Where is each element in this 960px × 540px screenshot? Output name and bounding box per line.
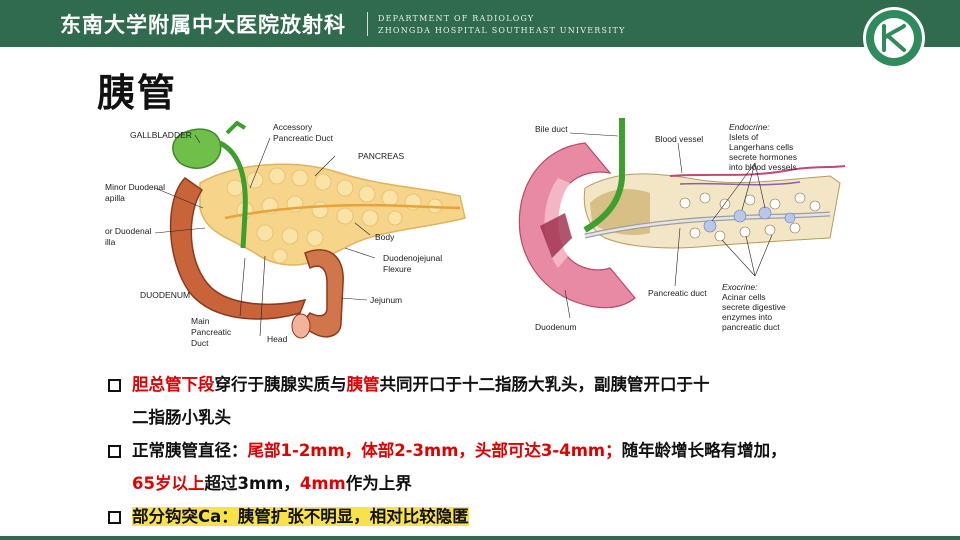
hospital-seal-icon: [862, 6, 942, 86]
department-name: 东南大学附属中大医院放射科: [60, 12, 346, 37]
bullet1-text-1: 穿行于胰腺实质与: [214, 375, 347, 394]
label-minor-papilla-1: Minor Duodenal: [105, 182, 166, 192]
bullet-list: 胆总管下段穿行于胰腺实质与胰管共同开口于十二指肠大乳头，副胰管开口于十 二指肠小…: [108, 368, 928, 533]
department-english-line1: DEPARTMENT OF RADIOLOGY: [378, 14, 535, 23]
label-accessory-duct-2: Pancreatic Duct: [273, 133, 333, 143]
bullet-item-1: 胆总管下段穿行于胰腺实质与胰管共同开口于十二指肠大乳头，副胰管开口于十: [108, 368, 928, 401]
bullet1-text-2: 共同开口于十二指肠大乳头，副胰管开口于十: [379, 375, 710, 394]
pancreas-anatomy-illustration: [154, 120, 466, 339]
label-bile-duct: Bile duct: [535, 124, 568, 134]
bullet2-red-3: 4mm: [299, 474, 346, 493]
bullet2-text-1: 正常胰管直径：: [132, 441, 248, 460]
label-jejunum: Jejunum: [370, 295, 403, 305]
label-exocrine-title: Exocrine:: [722, 282, 758, 292]
pancreas-histology-figure: Bile duct Blood vessel Endocrine: Islets…: [510, 118, 860, 338]
label-major-papilla-1: or Duodenal: [105, 226, 152, 236]
label-duodenum: DUODENUM: [140, 290, 191, 300]
department-english-line2: ZHONGDA HOSPITAL SOUTHEAST UNIVERSITY: [378, 26, 626, 35]
bullet2-text-4: 作为上界: [345, 474, 412, 493]
label-flexure-2: Flexure: [383, 264, 412, 274]
label-accessory-duct-1: Accessory: [273, 122, 313, 132]
bullet2-red-2: 65岁以上: [132, 474, 205, 493]
pancreas-anatomy-figure: GALLBLADDER Accessory Pancreatic Duct PA…: [105, 118, 475, 356]
label-pancreas: PANCREAS: [358, 151, 405, 161]
bullet2-text-2: 随年龄增长略有增加，: [621, 441, 787, 460]
bullet3-highlighted-text: 部分钩突Ca：胰管扩张不明显，相对比较隐匿: [132, 507, 469, 526]
label-head: Head: [267, 334, 288, 344]
label-main-duct-1: Main: [191, 316, 210, 326]
bullet1-text-3: 二指肠小乳头: [132, 408, 231, 427]
label-endocrine-1: Islets of: [729, 132, 759, 142]
label-endocrine-2: Langerhans cells: [729, 142, 794, 152]
bullet2-text-3: 超过3mm，: [204, 474, 300, 493]
label-exocrine-4: pancreatic duct: [722, 322, 780, 332]
label-exocrine-3: enzymes into: [722, 312, 773, 322]
label-main-duct-2: Pancreatic: [191, 327, 232, 337]
page-title: 胰管: [97, 71, 178, 115]
label-pancreatic-duct: Pancreatic duct: [648, 288, 707, 298]
label-main-duct-3: Duct: [191, 338, 209, 348]
bullet-item-2: 正常胰管直径：尾部1-2mm，体部2-3mm，头部可达3-4mm；随年龄增长略有…: [108, 434, 928, 467]
square-bullet-icon: [108, 379, 121, 392]
label-body: Body: [375, 232, 395, 242]
square-bullet-icon: [108, 511, 121, 524]
bullet-item-1-continued: 二指肠小乳头: [108, 401, 928, 434]
label-flexure-1: Duodenojejunal: [383, 253, 443, 263]
bullet-item-2-continued: 65岁以上超过3mm，4mm作为上界: [108, 467, 928, 500]
bullet2-red-1: 尾部1-2mm，体部2-3mm，头部可达3-4mm；: [247, 441, 622, 460]
label-gallbladder: GALLBLADDER: [130, 130, 192, 140]
label-minor-papilla-2: apilla: [105, 193, 125, 203]
label-exocrine-2: secrete digestive: [722, 302, 786, 312]
footer-bar: [0, 536, 960, 540]
label-endocrine-4: into blood vessels: [729, 162, 797, 172]
label-major-papilla-2: illa: [105, 237, 116, 247]
pancreas-histology-illustration: [518, 118, 846, 319]
label-endocrine-3: secrete hormones: [729, 152, 798, 162]
header-bar: 东南大学附属中大医院放射科 DEPARTMENT OF RADIOLOGY ZH…: [0, 0, 960, 47]
department-english: DEPARTMENT OF RADIOLOGY ZHONGDA HOSPITAL…: [378, 13, 626, 37]
bullet1-red-1: 胆总管下段: [132, 375, 215, 394]
bullet-item-3: 部分钩突Ca：胰管扩张不明显，相对比较隐匿: [108, 500, 928, 533]
label-exocrine-1: Acinar cells: [722, 292, 766, 302]
square-bullet-icon: [108, 445, 121, 458]
label-endocrine-title: Endocrine:: [729, 122, 770, 132]
label-blood-vessel: Blood vessel: [655, 134, 704, 144]
header-divider: [367, 12, 368, 36]
label-duodenum-right: Duodenum: [535, 322, 577, 332]
bullet1-red-2: 胰管: [346, 375, 380, 394]
